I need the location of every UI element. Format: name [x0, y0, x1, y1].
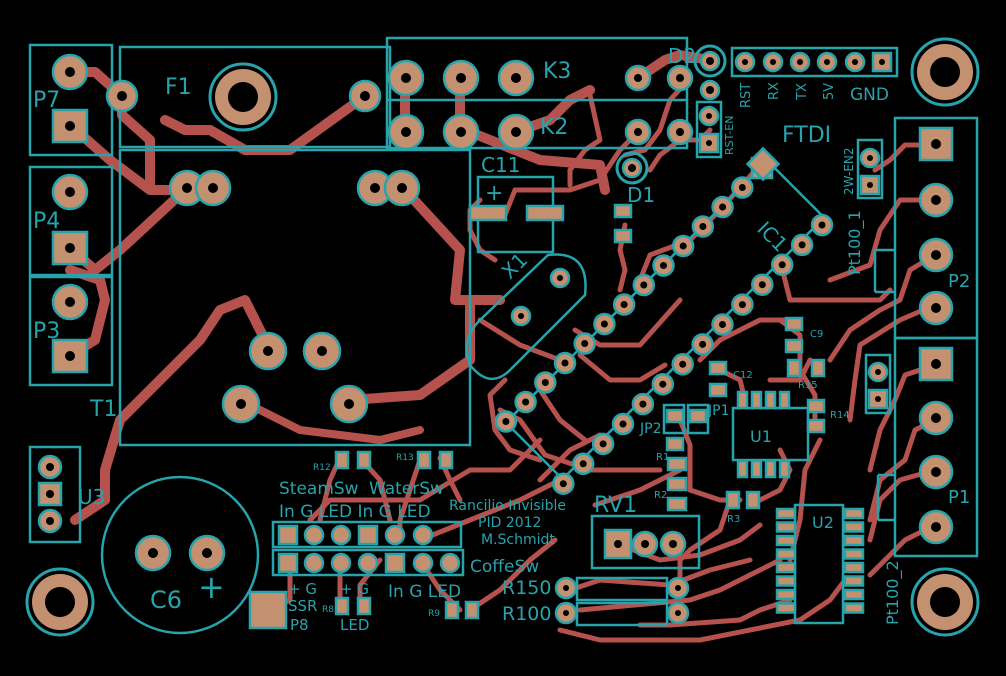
- rst-jumper-outline: [695, 100, 723, 159]
- label-2w-en2: 2W-EN2: [842, 147, 856, 195]
- label-in-g-led-bottom: In G LED: [388, 582, 461, 602]
- label-credit-author: M.Schmidt: [481, 532, 555, 548]
- label-f1: F1: [165, 75, 192, 100]
- label-coffee-sw: CoffeSw: [470, 557, 539, 577]
- label-ftdi-rx: RX: [767, 82, 782, 100]
- label-c6-polarity: +: [198, 568, 225, 606]
- label-p3: P3: [33, 319, 60, 344]
- label-c9: C9: [810, 329, 823, 340]
- label-d1: D1: [627, 183, 655, 207]
- through-hole-pads: [37, 44, 954, 630]
- label-r2: R2: [654, 490, 667, 501]
- label-u2: U2: [812, 513, 834, 532]
- label-k2: K2: [540, 115, 568, 140]
- label-r8: R8: [322, 605, 334, 615]
- label-ftdi-gnd: GND: [850, 85, 889, 105]
- mounting-hole-bottom-left: [25, 567, 95, 637]
- label-ftdi-5v: 5V: [822, 83, 837, 100]
- silkscreen-outlines: [28, 36, 979, 635]
- label-led-pol: + G: [340, 580, 369, 598]
- p1-outline: [893, 336, 979, 558]
- switch-header-bottom: [271, 548, 465, 577]
- label-d2: D2: [668, 44, 696, 68]
- silkscreen-labels: P7 F1 P4 P3 T1 U3 C6 + K3 K2 D2 D1 C11 +…: [33, 44, 970, 634]
- switch-header-top: [271, 520, 463, 549]
- label-r9: R9: [428, 609, 440, 619]
- t1-outline: [118, 148, 472, 447]
- label-p4: P4: [33, 209, 60, 234]
- label-ftdi: FTDI: [782, 123, 831, 148]
- label-jp1: JP1: [707, 403, 729, 419]
- en1-outline: [864, 353, 892, 415]
- u3-outline: [28, 445, 82, 544]
- u1-pins: [736, 390, 791, 479]
- mounting-hole-bottom-right: [910, 567, 980, 637]
- label-p1: P1: [948, 487, 970, 508]
- label-r14: R14: [830, 410, 850, 421]
- label-pt100-1: Pt100_1: [845, 210, 865, 275]
- label-r150: R150: [502, 577, 551, 599]
- label-c6: C6: [150, 586, 182, 614]
- label-r100: R100: [502, 603, 551, 625]
- label-c11-polarity: +: [485, 181, 503, 206]
- label-ssr: SSR: [288, 597, 317, 615]
- label-rst-en: RST-EN: [723, 116, 736, 155]
- mounting-hole-top-right: [910, 37, 980, 107]
- label-pt100-2: Pt100_2: [883, 560, 903, 625]
- relay-outline: [385, 36, 689, 150]
- label-u3: U3: [78, 485, 105, 509]
- p4-outline: [28, 165, 114, 277]
- label-p8: P8: [290, 616, 309, 634]
- f1-fuse-hole: [208, 62, 278, 132]
- label-water-sw: WaterSw: [369, 479, 444, 499]
- label-ssr-pol: + G: [288, 580, 317, 598]
- ftdi-outline: [730, 46, 899, 78]
- label-credit-pid: PID 2012: [478, 515, 541, 531]
- label-r12: R12: [313, 463, 331, 473]
- label-c12: C12: [733, 370, 753, 381]
- label-r15: R15: [798, 380, 818, 391]
- label-steam-sw: SteamSw: [279, 479, 359, 499]
- x1-outline: [465, 253, 587, 380]
- label-credit-title: Rancilio Invisible: [449, 498, 566, 514]
- u2-pins: [775, 507, 865, 614]
- label-r1: R1: [656, 452, 669, 463]
- jp1-outline: [686, 403, 710, 435]
- label-c11: C11: [481, 153, 520, 177]
- label-ftdi-tx: TX: [795, 83, 810, 101]
- label-ic1: IC1: [752, 217, 792, 257]
- label-rv1: RV1: [594, 493, 637, 518]
- label-led: LED: [340, 616, 369, 634]
- label-k3: K3: [543, 59, 571, 84]
- label-in-g-led-top: In G LED In G LED: [279, 502, 431, 522]
- p3-outline: [28, 275, 114, 387]
- label-ftdi-rst: RST: [739, 83, 754, 108]
- label-p7: P7: [33, 88, 60, 113]
- label-u1: U1: [750, 427, 772, 446]
- label-r13: R13: [396, 453, 414, 463]
- mounting-holes: [25, 37, 980, 637]
- label-r3: R3: [727, 514, 740, 525]
- smd-pads: [334, 146, 826, 620]
- c6-outline: [100, 475, 260, 635]
- label-t1: T1: [89, 397, 117, 422]
- label-jp2: JP2: [639, 421, 661, 437]
- en2-outline: [856, 138, 884, 200]
- label-p2: P2: [948, 271, 970, 292]
- rv1-outline: [590, 514, 701, 570]
